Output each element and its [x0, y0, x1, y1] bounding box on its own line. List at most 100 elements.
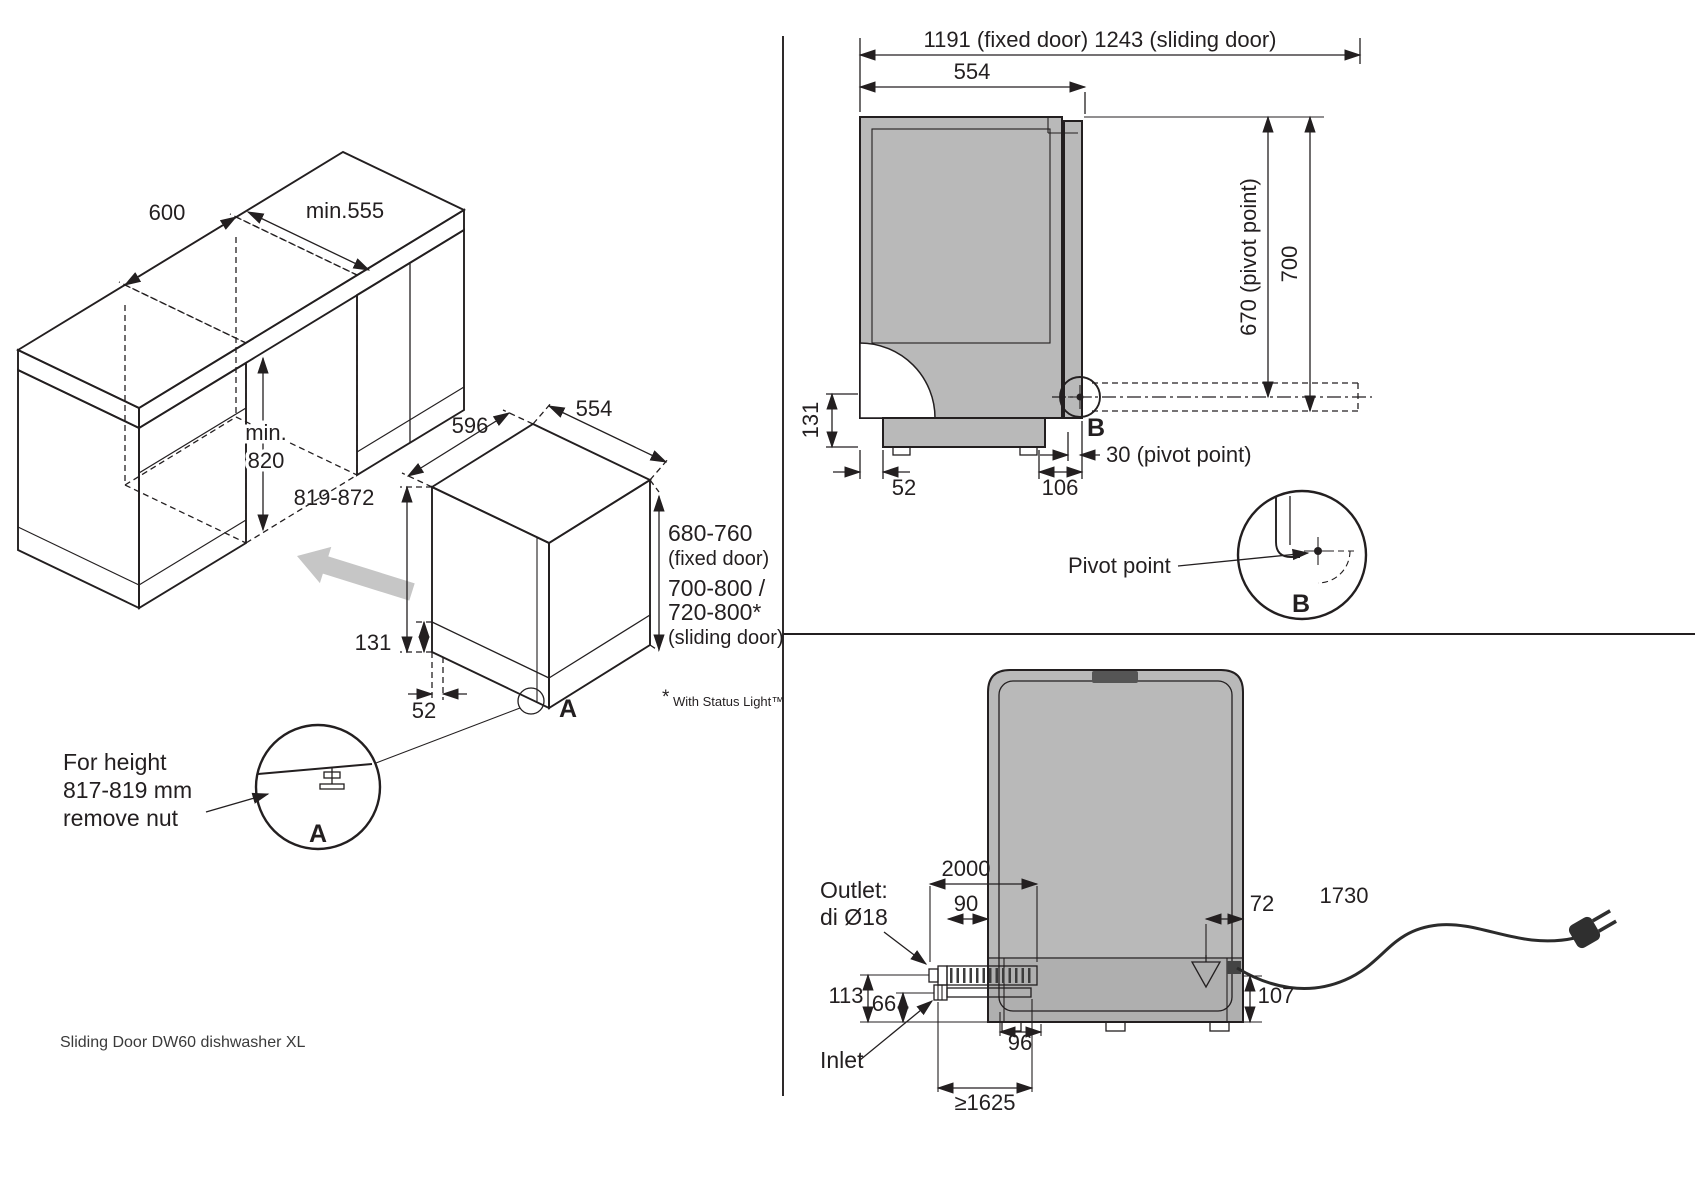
- status-light-footnote: * With Status Light™: [662, 687, 784, 709]
- detail-b-label: B: [1292, 590, 1310, 618]
- cord-length-label: 1730: [1320, 883, 1369, 908]
- dw-depth-dim-label: 554: [576, 396, 613, 421]
- machine-side-body: [859, 116, 1083, 456]
- side-view: 1191 (fixed door) 1243 (sliding door) 55…: [798, 27, 1372, 621]
- dw-top-face: [430, 422, 652, 545]
- fixed-door-height-label: 680-760: [668, 520, 752, 546]
- cord-offset-label: 72: [1250, 891, 1274, 916]
- left-cabinet-kick-line: [138, 519, 247, 586]
- dw-depth-dimension: 554: [532, 396, 670, 481]
- note-leader: [205, 792, 270, 813]
- dw-plinth-recess-dimension: 52: [408, 652, 467, 723]
- rear-foot-center: [1105, 1021, 1126, 1032]
- left-cabinet-end: [17, 368, 140, 610]
- side-right-dimensions: 670 (pivot point) 700: [1084, 115, 1324, 413]
- footnote-text: With Status Light™: [673, 694, 784, 709]
- side-pivot-offset-dimension: 30 (pivot point): [1040, 432, 1252, 467]
- detail-a-callout-circle: [517, 687, 545, 715]
- outlet-leader: [883, 931, 928, 965]
- door-panel: [1063, 120, 1083, 419]
- side-back-recess-dimension: 52: [833, 450, 916, 500]
- note-line-3: remove nut: [63, 805, 179, 831]
- inlet-label: Inlet: [820, 1047, 864, 1073]
- rear-callouts: Outlet: di Ø18 Inlet: [820, 877, 934, 1073]
- rear-base-strip: [989, 959, 1242, 1021]
- side-total-depth-label: 1191 (fixed door) 1243 (sliding door): [923, 27, 1276, 52]
- niche-depth-dimension: min.555: [246, 198, 384, 271]
- cord-height-label: 107: [1258, 983, 1295, 1008]
- machine-rear-body: [987, 669, 1244, 1032]
- counter-cabinet-drawing: [16, 150, 466, 610]
- counter-left-end: [17, 348, 140, 430]
- sliding-door-note-label: (sliding door): [668, 627, 784, 649]
- door-height-dimension: 680-760 (fixed door) 700-800 / 720-800* …: [649, 479, 784, 652]
- drain-funnel: [1190, 961, 1222, 989]
- machine-foot-front: [1019, 446, 1038, 456]
- niche-height-dim-label-1: min.: [245, 420, 287, 445]
- niche-depth-dim-label: min.555: [306, 198, 384, 223]
- note-line-1: For height: [63, 749, 167, 775]
- pivot-point-callout: Pivot point: [1068, 548, 1310, 578]
- niche-width-dim-label: 600: [149, 200, 186, 225]
- top-height-label: 700: [1277, 246, 1302, 283]
- counter-top-face: [16, 150, 466, 410]
- dw-plinth-height-dimension: 131: [355, 620, 432, 655]
- counter-front-edge: [138, 208, 465, 430]
- detail-a-label: A: [309, 820, 327, 848]
- dw-plinth-height-label: 131: [355, 630, 392, 655]
- left-cabinet-front: [138, 361, 247, 610]
- pivot-height-label: 670 (pivot point): [1236, 178, 1261, 336]
- dw-height-dimension: 819-872: [294, 485, 432, 654]
- side-base-height-label: 131: [798, 402, 823, 439]
- sliding-door-height-label-2: 720-800*: [668, 599, 761, 625]
- left-cabinet-end-kick-line: [17, 526, 140, 586]
- dw-front-face: [431, 485, 550, 710]
- outlet-offset-label: 90: [954, 891, 978, 916]
- niche-height-dim-label-2: 820: [248, 448, 285, 473]
- detail-circle-a: A: [254, 723, 382, 851]
- rear-foot-right: [1209, 1021, 1230, 1032]
- outlet-label-line-1: Outlet:: [820, 877, 888, 903]
- side-base-height-dimension: 131: [798, 392, 858, 449]
- machine-foot-rear: [892, 446, 911, 456]
- side-body-depth-label: 554: [954, 59, 991, 84]
- inlet-height-label: 66: [872, 991, 896, 1016]
- fixed-door-note-label: (fixed door): [668, 548, 769, 570]
- inlet-hose-length-label: ≥1625: [954, 1090, 1015, 1115]
- machine-base: [882, 417, 1046, 448]
- detail-circle-b: B: [1236, 489, 1368, 621]
- panel-dividers: [782, 36, 1695, 1096]
- outlet-height-label: 113: [828, 983, 863, 1008]
- side-front-offset-dimension: 106: [1037, 421, 1084, 500]
- pivot-callout: B: [1059, 376, 1105, 442]
- detail-b-ref-label: B: [1087, 414, 1105, 442]
- rear-view: 2000 90 72 1730 113 66 96: [820, 669, 1617, 1115]
- dw-height-dim-label: 819-872: [294, 485, 375, 510]
- power-cord: [1227, 909, 1617, 991]
- dw-width-dim-label: 596: [452, 413, 489, 438]
- detail-a-leader: [375, 707, 521, 764]
- outlet-label-line-2: di Ø18: [820, 904, 888, 930]
- inlet-offset-label: 96: [1008, 1030, 1032, 1055]
- inlet-leader: [859, 1000, 934, 1061]
- niche-height-dimension: min. 820: [242, 356, 290, 532]
- height-note: For height 817-819 mm remove nut: [63, 749, 270, 831]
- iso-view: 600 min.555 min. 820: [16, 150, 784, 1051]
- sump-profile: [859, 342, 936, 419]
- side-top-dimensions: 1191 (fixed door) 1243 (sliding door) 55…: [858, 27, 1362, 114]
- sliding-door-height-label-1: 700-800 /: [668, 575, 766, 601]
- left-cabinet-drawer-line: [138, 407, 247, 474]
- power-plug: [1568, 909, 1617, 949]
- side-back-recess-label: 52: [892, 475, 916, 500]
- outlet-hose-length-label: 2000: [942, 856, 991, 881]
- footnote-star: *: [662, 687, 670, 708]
- side-pivot-offset-label: 30 (pivot point): [1106, 442, 1252, 467]
- dw-right-face: [548, 478, 651, 710]
- dw-plinth-recess-label: 52: [412, 698, 436, 723]
- rear-top-tab: [1092, 671, 1138, 683]
- dw-door-bottom-line: [431, 621, 550, 679]
- dw-width-dimension: 596: [401, 409, 534, 488]
- detail-a-ref-label: A: [559, 695, 577, 723]
